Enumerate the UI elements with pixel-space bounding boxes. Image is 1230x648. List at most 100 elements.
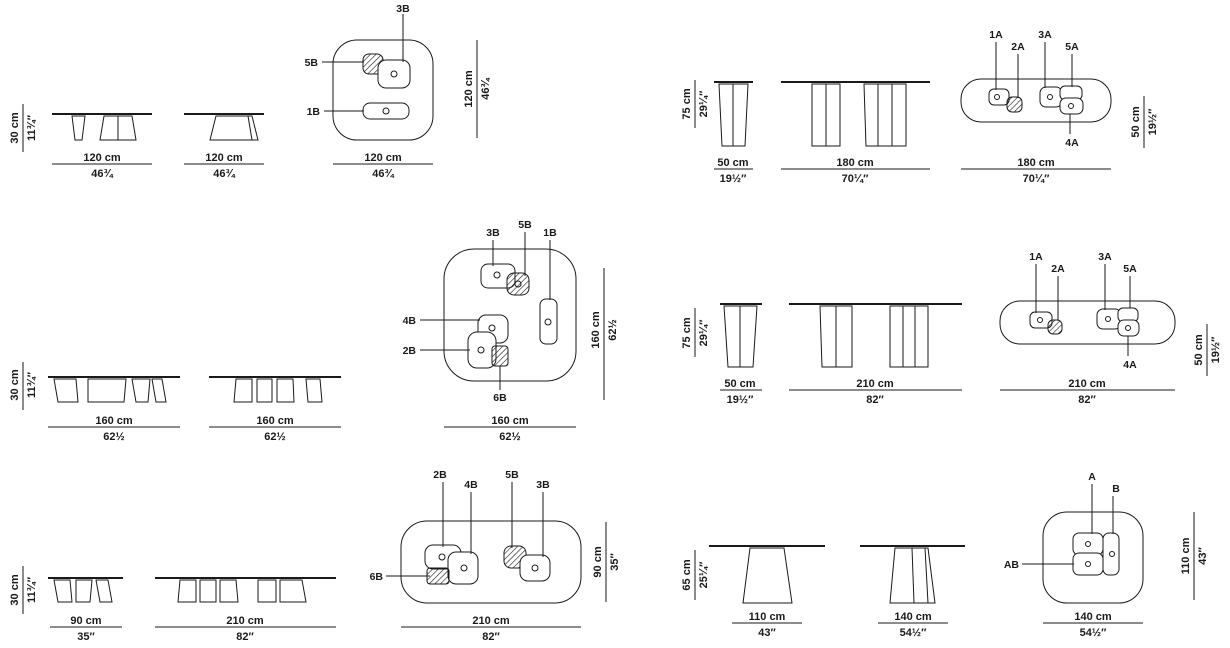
dim-110: 110 cm 43″ — [732, 611, 802, 639]
dim-180-top: 180 cm 70¼″ — [961, 157, 1111, 185]
depth-dim-50: 50 cm 19½″ — [1130, 96, 1159, 148]
depth-dim-90: 90 cm 35″ — [592, 522, 621, 602]
svg-text:110 cm: 110 cm — [749, 611, 786, 623]
top-view-160: 3B 5B 1B 4B 2B 6B — [403, 219, 577, 404]
svg-text:140 cm: 140 cm — [894, 611, 932, 623]
svg-text:46¾: 46¾ — [91, 168, 113, 180]
svg-text:50 cm: 50 cm — [1193, 334, 1205, 365]
dim-140-top: 140 cm 54½″ — [1043, 611, 1143, 639]
height-dim-75: 75 cm 29¼″ — [681, 308, 710, 357]
dim-50: 50 cm 19½″ — [714, 157, 753, 185]
svg-text:B: B — [1112, 483, 1120, 495]
front-view-90 — [48, 577, 123, 603]
svg-text:2B: 2B — [403, 345, 417, 357]
svg-text:180 cm: 180 cm — [1017, 157, 1055, 169]
side-view-210 — [155, 577, 336, 603]
svg-text:25¼″: 25¼″ — [698, 561, 710, 588]
side-view-120 — [184, 113, 264, 141]
svg-text:4B: 4B — [403, 315, 417, 327]
svg-text:82″: 82″ — [236, 631, 254, 643]
svg-text:5A: 5A — [1065, 41, 1079, 53]
svg-text:35″: 35″ — [77, 631, 95, 643]
side-view-140 — [860, 545, 965, 604]
svg-text:6B: 6B — [370, 571, 384, 583]
svg-text:90 cm: 90 cm — [592, 546, 604, 577]
dim-210-side: 210 cm 82″ — [789, 378, 962, 406]
svg-text:70¼″: 70¼″ — [842, 173, 869, 185]
svg-text:3B: 3B — [486, 227, 500, 239]
svg-text:2A: 2A — [1051, 263, 1065, 275]
svg-text:5A: 5A — [1123, 263, 1137, 275]
svg-text:19½″: 19½″ — [720, 173, 747, 185]
svg-text:210 cm: 210 cm — [472, 615, 510, 627]
coffee-table-160-group: 30 cm 11¾″ 160 cm 62½ 160 cm 62½ — [9, 219, 619, 443]
svg-text:62½: 62½ — [264, 431, 285, 443]
svg-text:82″: 82″ — [866, 394, 884, 406]
svg-text:4A: 4A — [1123, 359, 1137, 371]
svg-text:210 cm: 210 cm — [1068, 378, 1106, 390]
svg-text:120 cm: 120 cm — [463, 70, 475, 108]
side-view-180 — [781, 81, 930, 147]
top-view-180: 1A 2A 3A 5A 4A — [960, 29, 1112, 149]
svg-text:2A: 2A — [1011, 41, 1025, 53]
dim-120-side: 120 cm 46¾ — [184, 152, 264, 180]
svg-text:11¾″: 11¾″ — [26, 371, 38, 398]
svg-text:43″: 43″ — [1197, 547, 1209, 565]
top-view-140: A B AB — [1004, 471, 1144, 604]
svg-text:210 cm: 210 cm — [856, 378, 894, 390]
console-180-group: 75 cm 29¼″ 50 cm 19½″ 180 cm 70¼″ — [681, 29, 1159, 185]
svg-text:1B: 1B — [307, 106, 321, 118]
svg-text:82″: 82″ — [482, 631, 500, 643]
svg-text:110 cm: 110 cm — [1180, 537, 1192, 574]
height-dim-30: 30 cm 11¾″ — [9, 104, 38, 152]
svg-text:19½″: 19½″ — [727, 394, 754, 406]
svg-text:62½: 62½ — [499, 431, 520, 443]
top-view-120: 3B 5B 1B — [305, 3, 434, 141]
svg-text:5B: 5B — [518, 219, 532, 231]
svg-text:3B: 3B — [536, 479, 550, 491]
svg-text:54½″: 54½″ — [1080, 627, 1107, 639]
dim-160-front: 160 cm 62½ — [48, 415, 180, 443]
svg-text:62½: 62½ — [103, 431, 124, 443]
svg-text:46¾: 46¾ — [480, 77, 492, 99]
svg-text:210 cm: 210 cm — [226, 615, 264, 627]
svg-text:160 cm: 160 cm — [256, 415, 294, 427]
svg-text:19½″: 19½″ — [1210, 336, 1222, 363]
svg-text:46¾: 46¾ — [372, 168, 394, 180]
dim-90-front: 90 cm 35″ — [50, 615, 122, 643]
svg-text:160 cm: 160 cm — [95, 415, 133, 427]
svg-text:120 cm: 120 cm — [83, 152, 121, 164]
svg-text:1B: 1B — [543, 227, 557, 239]
coffee-table-210-group: 30 cm 11¾″ 90 cm 35″ 210 cm 82″ — [9, 469, 621, 643]
svg-text:5B: 5B — [505, 469, 519, 481]
dim-120-top: 120 cm 46¾ — [333, 152, 433, 180]
svg-text:4B: 4B — [464, 479, 478, 491]
svg-text:120 cm: 120 cm — [364, 152, 402, 164]
svg-text:A: A — [1088, 471, 1096, 483]
dim-50: 50 cm 19½″ — [720, 378, 762, 406]
front-view-110 — [709, 545, 825, 604]
table-140-group: 65 cm 25¼″ 110 cm 43″ 140 cm 54½″ — [681, 471, 1209, 639]
svg-text:11¾″: 11¾″ — [26, 576, 38, 603]
dim-210-side: 210 cm 82″ — [155, 615, 336, 643]
front-view-120 — [52, 113, 152, 141]
dim-140-side: 140 cm 54½″ — [878, 611, 948, 639]
dim-210-top: 210 cm 82″ — [1000, 378, 1175, 406]
svg-text:3A: 3A — [1098, 251, 1112, 263]
svg-text:54½″: 54½″ — [900, 627, 927, 639]
end-view-50 — [720, 303, 762, 368]
svg-text:50 cm: 50 cm — [717, 157, 748, 169]
svg-text:4A: 4A — [1065, 137, 1079, 149]
side-view-160 — [209, 376, 341, 403]
svg-text:70¼″: 70¼″ — [1023, 173, 1050, 185]
svg-text:30 cm: 30 cm — [9, 112, 21, 143]
height-dim-30: 30 cm 11¾″ — [9, 566, 38, 614]
svg-text:19½″: 19½″ — [1147, 108, 1159, 135]
svg-text:5B: 5B — [305, 57, 319, 69]
svg-text:50 cm: 50 cm — [724, 378, 755, 390]
dim-120-front: 120 cm 46¾ — [52, 152, 152, 180]
dim-180-side: 180 cm 70¼″ — [781, 157, 930, 185]
svg-text:62½: 62½ — [607, 319, 619, 340]
svg-text:65 cm: 65 cm — [681, 559, 693, 590]
